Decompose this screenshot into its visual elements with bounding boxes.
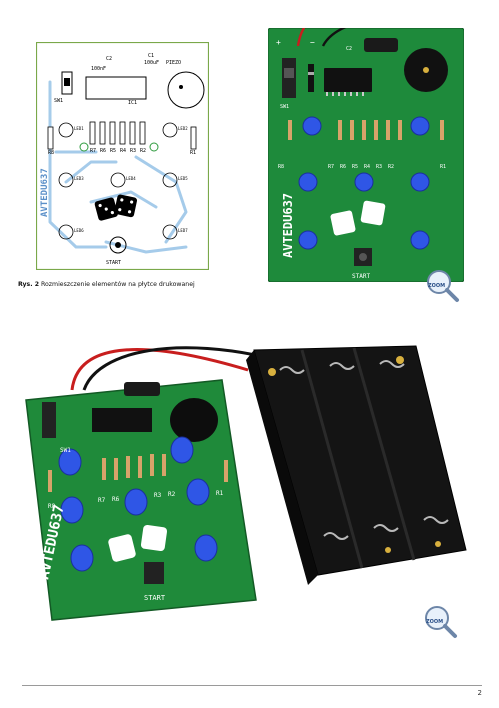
zoom-top-label: ZOOM [428,283,445,289]
layout-c2-value: 100nF [91,66,106,72]
layout-c2-label: C2 [106,56,112,62]
photo-top-plus: + [276,38,281,47]
pcb-photo-top: + − C2 SW1 R8 R1 R7 R6 R5 R4 R3 R2 START… [268,28,464,282]
layout-r3-label: R3 [130,148,136,154]
photo-top-title: AVTEDU637 [281,193,295,258]
layout-c1-label: C1 [148,53,154,59]
layout-led3-label: LED3 [74,176,84,181]
zoom-magnifier-icon-2[interactable]: ZOOM [422,604,458,640]
photo-top-r4: R4 [364,164,370,170]
photo-bottom-r1: R1 [216,490,224,497]
figure-caption: Rys. 2 Rozmieszczenie elementów na płytc… [18,281,228,288]
photo-top-c2: C2 [346,46,352,52]
photo-top-sw: SW1 [280,104,289,110]
layout-piezo-label: PIEZO [166,60,181,66]
layout-r6-label: R6 [100,148,106,154]
photo-top-r3: R3 [376,164,382,170]
photo-top-r1: R1 [440,164,446,170]
photo-bottom-r6: R6 [112,496,120,503]
photo-bottom-r3: R3 [154,492,162,499]
photo-bottom-r8: R8 [48,503,56,510]
layout-led7-label: LED7 [178,228,188,233]
layout-r1-label: R1 [190,150,196,156]
figure-caption-text: Rozmieszczenie elementów na płytce druko… [40,281,195,288]
page-number: 2 [477,689,482,697]
pcb-and-battery-photo: SW1 R8 R1 R7 R6 R3 R2 START AVTEDU637 [25,345,467,621]
layout-r8-label: R8 [48,150,54,156]
photo-bottom-sw: SW1 [60,447,71,454]
photo-top-start: START [352,273,370,280]
layout-led4-label: LED4 [126,176,136,181]
photo-top-minus: − [310,38,315,47]
zoom-magnifier-icon[interactable]: ZOOM [424,268,460,304]
layout-r2-label: R2 [140,148,146,154]
photo-top-r2: R2 [388,164,394,170]
layout-r7-label: R7 [90,148,96,154]
photo-top-r8: R8 [278,164,284,170]
photo-bottom-r2: R2 [168,491,176,498]
layout-led5-label: LED5 [178,176,188,181]
photo-bottom-r7: R7 [98,497,106,504]
layout-led6-label: LED6 [74,228,84,233]
layout-r4-label: R4 [120,148,126,154]
layout-start-label: START [106,260,121,266]
pcb-layout-drawing: PIEZO C1 100uF C2 100nF IC1 SW1 R8 R1 R7… [36,42,209,270]
layout-r5-label: R5 [110,148,116,154]
layout-title: AVTEDU637 [40,168,50,217]
figure-label: Rys. 2 [18,281,40,288]
layout-led1-label: LED1 [74,126,84,131]
layout-ic-label: IC1 [128,100,137,106]
photo-bottom-start: START [144,594,166,602]
photo-top-r7: R7 [328,164,334,170]
photo-top-r5: R5 [352,164,358,170]
photo-top-r6: R6 [340,164,346,170]
layout-c1-value: 100uF [144,60,159,66]
layout-led2-label: LED2 [178,126,188,131]
layout-sw-label: SW1 [54,98,63,104]
zoom-bottom-label: ZOOM [426,619,443,625]
footer-divider [22,685,482,686]
